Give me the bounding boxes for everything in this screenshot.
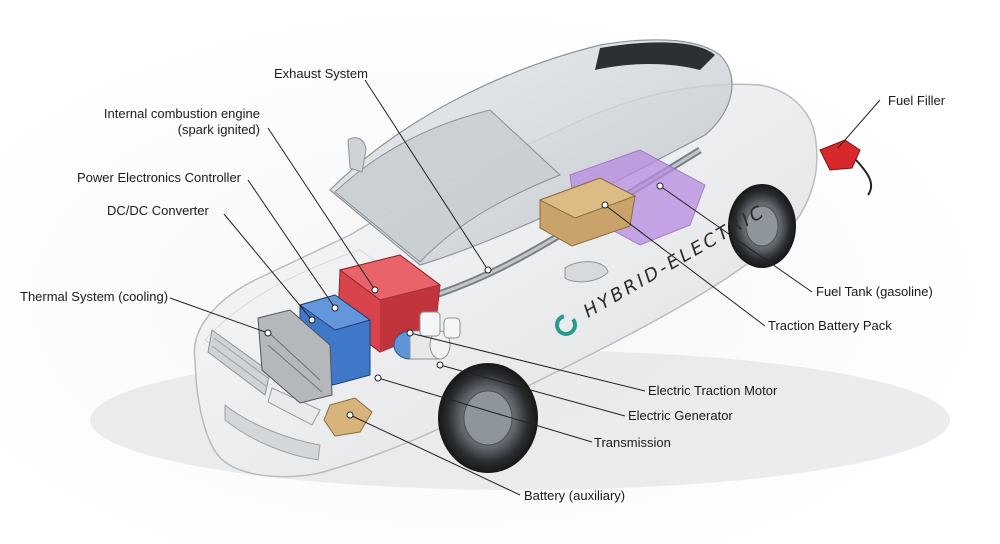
leader-dcdc xyxy=(223,213,313,321)
label-engine-line2: (spark ignited) xyxy=(177,122,260,137)
leader-aux-battery xyxy=(349,414,521,496)
label-traction-battery: Traction Battery Pack xyxy=(768,318,892,333)
leader-generator xyxy=(439,364,626,417)
label-power-electronics: Power Electronics Controller xyxy=(77,170,242,185)
leader-thermal xyxy=(169,297,269,334)
leader-dots xyxy=(264,182,664,419)
leader-transmission xyxy=(377,377,593,443)
fuel-nozzle xyxy=(819,139,873,196)
side-mirror xyxy=(564,261,609,283)
label-exhaust-system: Exhaust System xyxy=(274,66,368,81)
leader-exhaust xyxy=(364,79,489,271)
label-transmission: Transmission xyxy=(594,435,671,450)
label-aux-battery: Battery (auxiliary) xyxy=(524,488,626,503)
leader-power-electronics xyxy=(247,179,336,309)
leader-fuel-filler xyxy=(837,99,881,149)
leader-lines xyxy=(169,79,881,496)
coolant-bottles xyxy=(419,311,461,339)
radiator xyxy=(257,309,333,404)
leader-engine xyxy=(267,127,376,291)
headlight xyxy=(267,387,321,426)
rear-wheel xyxy=(728,184,796,268)
leader-fuel-tank xyxy=(659,185,813,293)
leader-traction-battery xyxy=(604,204,766,327)
traction-battery-pack xyxy=(538,177,637,247)
label-fuel-filler: Fuel Filler xyxy=(888,93,946,108)
label-engine-line1: Internal combustion engine xyxy=(103,106,260,121)
label-electric-generator: Electric Generator xyxy=(628,408,733,423)
leader-traction-motor xyxy=(409,332,646,392)
rear-window xyxy=(595,42,715,70)
front-wheel xyxy=(438,363,538,473)
label-fuel-tank: Fuel Tank (gasoline) xyxy=(816,284,933,299)
label-dcdc-converter: DC/DC Converter xyxy=(107,203,209,218)
front-grille xyxy=(207,329,321,461)
label-traction-motor: Electric Traction Motor xyxy=(648,383,778,398)
windshield xyxy=(334,109,561,263)
label-thermal-system: Thermal System (cooling) xyxy=(20,289,169,304)
seat-left xyxy=(347,137,367,173)
